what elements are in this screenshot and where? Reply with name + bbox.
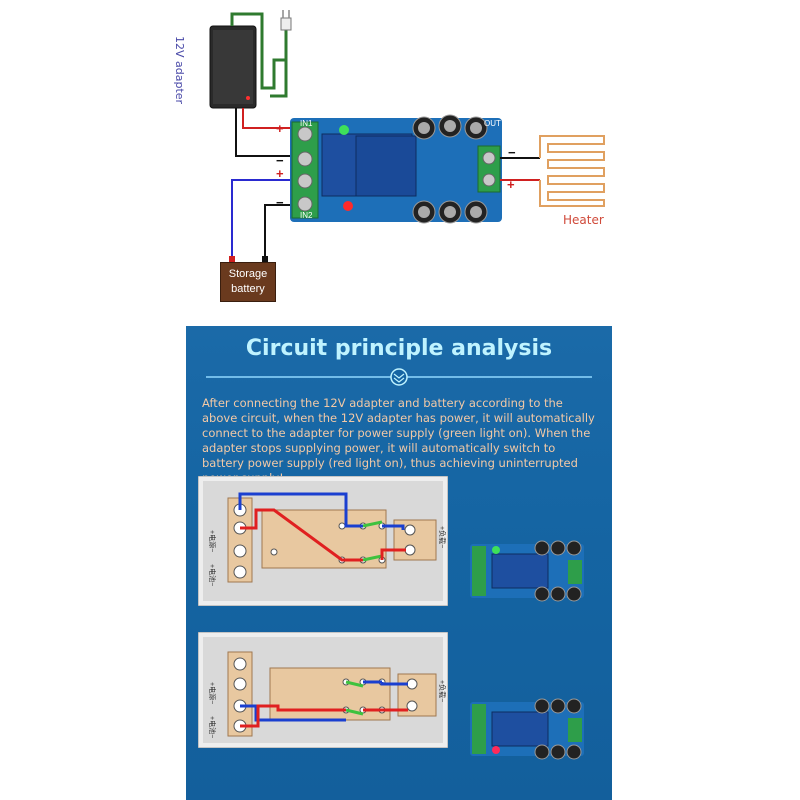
adapter-label: 12V adapter xyxy=(173,36,186,105)
principle-panel: Circuit principle analysis After connect… xyxy=(186,326,612,800)
d2-power-label: +电源− xyxy=(208,682,217,704)
schematic-2: +电源− +电池− +负载− xyxy=(198,632,448,748)
battery-plus-wire xyxy=(231,179,292,262)
in1-plus-sign: + xyxy=(276,121,284,136)
panel-description: After connecting the 12V adapter and bat… xyxy=(202,396,595,485)
chevron-down-icon xyxy=(390,368,408,386)
module-board xyxy=(290,114,502,224)
schematic-1: +电源− +电池− +负载− xyxy=(198,476,448,606)
wiring-diagram: IN1 IN2 OUT + − + − − + xyxy=(209,10,605,262)
plug-icon xyxy=(280,10,292,31)
out-minus-sign: − xyxy=(508,145,516,160)
adapter-cord xyxy=(230,12,288,98)
battery-label-line1: Storage xyxy=(228,268,268,280)
battery-minus-wire xyxy=(264,204,292,262)
d1-power-label: +电源− xyxy=(208,530,217,552)
d2-load-label: +负载− xyxy=(438,680,447,702)
heater-icon xyxy=(539,135,605,207)
in1-minus-sign: − xyxy=(276,153,284,168)
in2-minus-sign: − xyxy=(276,195,284,210)
in1-label: IN1 xyxy=(300,119,313,128)
d2-battery-label: +电池− xyxy=(208,716,217,738)
storage-battery: Storage battery xyxy=(220,262,276,302)
out-label: OUT xyxy=(484,119,501,128)
d1-load-label: +负载− xyxy=(438,526,447,548)
in2-label: IN2 xyxy=(300,211,313,220)
title-divider xyxy=(206,368,592,386)
adapter-icon xyxy=(209,25,257,109)
panel-title: Circuit principle analysis xyxy=(245,336,553,361)
in2-plus-sign: + xyxy=(276,166,284,181)
adapter-plus-wire xyxy=(242,108,292,129)
adapter-minus-wire xyxy=(235,108,292,157)
out-plus-sign: + xyxy=(507,177,515,192)
battery-label-line2: battery xyxy=(231,283,265,295)
d1-battery-label: +电池− xyxy=(208,564,217,586)
module-photo-red xyxy=(470,698,584,760)
module-photo-green xyxy=(470,540,584,602)
heater-label: Heater xyxy=(563,213,604,227)
